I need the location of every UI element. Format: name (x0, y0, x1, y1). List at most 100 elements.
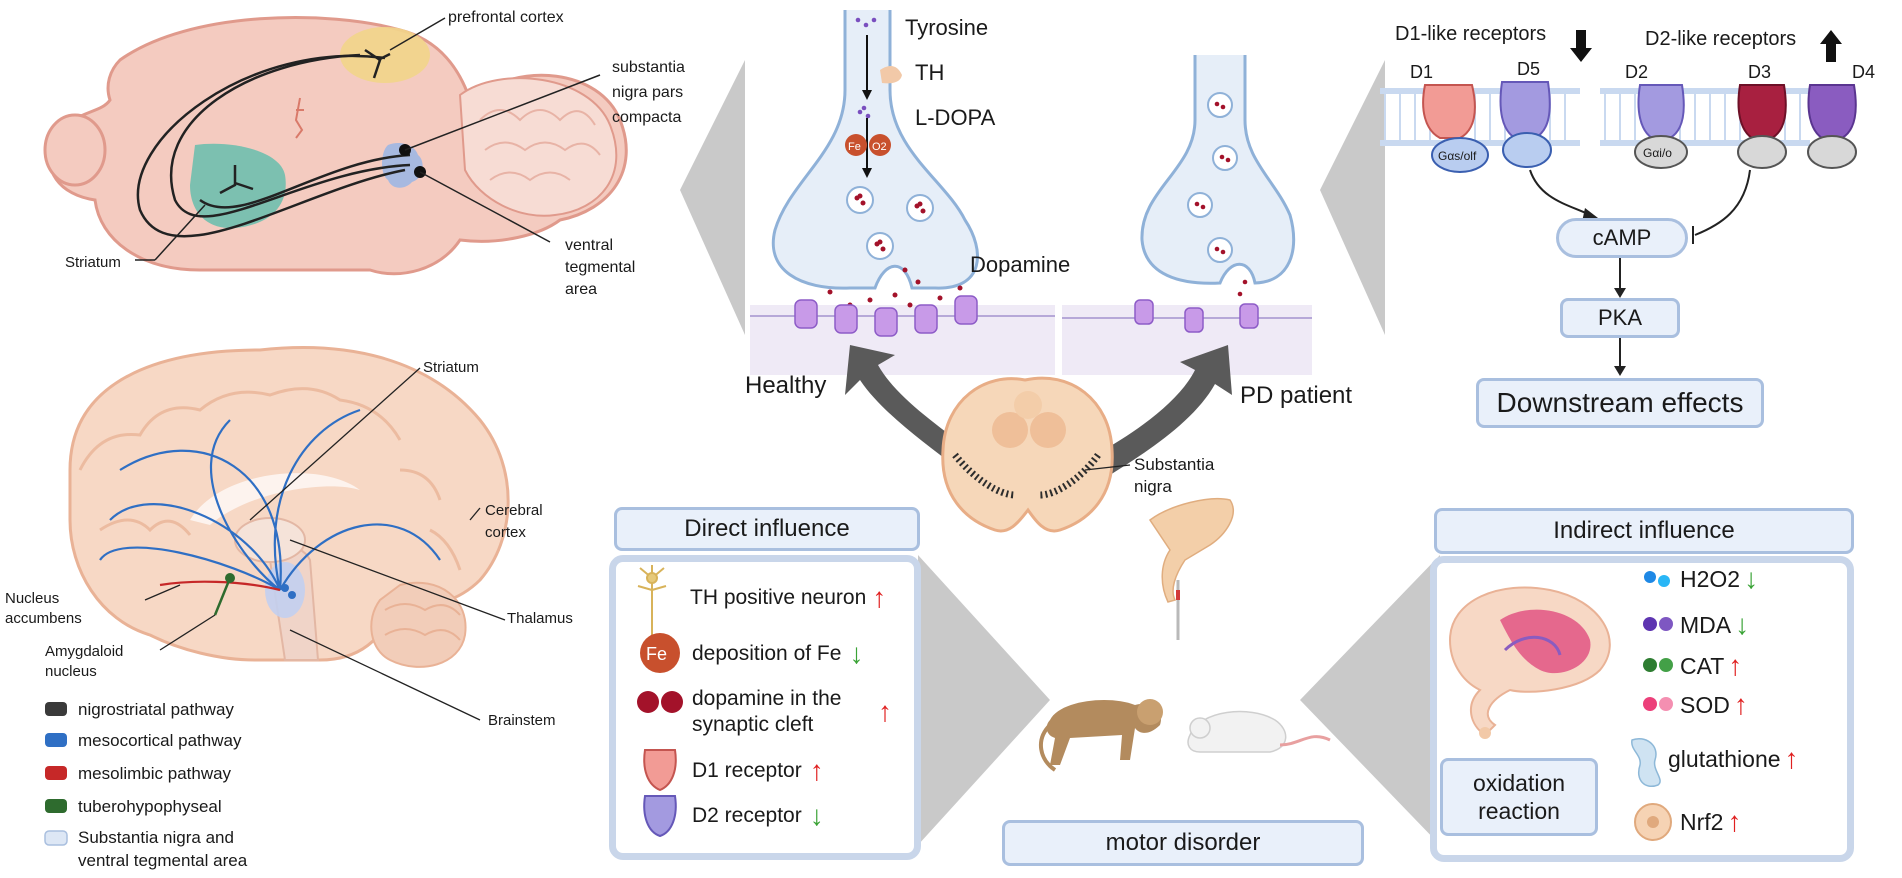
direct-item-d2: D2 receptor ↓ (692, 800, 824, 832)
connector-wedge-right (1320, 60, 1385, 335)
label-d5: D5 (1517, 59, 1540, 79)
direct-influence-title: Direct influence (614, 507, 920, 551)
indirect-item-glutathione: glutathione ↑ (1668, 743, 1799, 775)
legend-tuberohypophyseal: tuberohypophyseal (78, 797, 222, 816)
legend-swatches (44, 702, 68, 846)
label-amygdala-2: nucleus (45, 663, 97, 680)
indirect-item-h2o2-text: H2O2 (1680, 565, 1741, 592)
direct-item-d2-text: D2 receptor (692, 804, 802, 827)
arrow-up-icon: ↑ (1733, 689, 1748, 720)
legend-labels: nigrostriatal pathway mesocortical pathw… (78, 700, 248, 870)
label-amygdala-1: Amygdaloid (45, 643, 123, 660)
arrow-up-icon: ↑ (809, 755, 824, 786)
label-substantia-1: Substantia (1134, 455, 1215, 474)
motor-disorder-box: motor disorder (1002, 820, 1364, 866)
connector-wedge-indirect (1300, 555, 1440, 845)
label-d2: D2 (1625, 62, 1648, 82)
label-striatum-rodent: Striatum (65, 254, 121, 271)
label-th: TH (915, 60, 944, 85)
indirect-item-cat: CAT ↑ (1680, 650, 1742, 682)
rat (1187, 710, 1331, 753)
label-brainstem: Brainstem (488, 712, 556, 729)
arrow-down-icon: ↓ (1735, 609, 1750, 640)
label-fe-small: Fe (848, 141, 861, 153)
label-nacc-2: accumbens (5, 610, 82, 627)
direct-item-th-text: TH positive neuron (690, 586, 867, 609)
legend-mesolimbic: mesolimbic pathway (78, 764, 232, 783)
synapse-labels: Tyrosine TH L-DOPA Fe O2 Dopamine Health… (745, 15, 1352, 496)
receptor-membrane (1380, 30, 1857, 376)
legend-mesocortical: mesocortical pathway (78, 731, 242, 750)
indirect-item-sod-text: SOD (1680, 691, 1730, 718)
camp-box: cAMP (1556, 218, 1688, 258)
downstream-box: Downstream effects (1476, 378, 1764, 428)
indirect-item-nrf2: Nrf2 ↑ (1680, 806, 1741, 838)
label-ldopa: L-DOPA (915, 105, 996, 130)
midbrain-section (941, 376, 1131, 533)
label-d3: D3 (1748, 62, 1771, 82)
indirect-item-sod: SOD ↑ (1680, 689, 1748, 721)
receptor-labels: D1-like receptors D2-like receptors D1 D… (1395, 23, 1875, 163)
label-o2-small: O2 (872, 141, 887, 153)
legend-sn-vta-1: Substantia nigra and (78, 828, 234, 847)
legend-sn-vta-2: ventral tegmental area (78, 851, 248, 870)
indirect-item-mda-text: MDA (1680, 611, 1732, 638)
label-snpc-3: compacta (612, 109, 681, 126)
direct-item-d1: D1 receptor ↑ (692, 755, 824, 787)
label-thalamus: Thalamus (507, 610, 573, 627)
label-pd-patient: PD patient (1240, 382, 1352, 409)
arrow-up-icon: ↑ (872, 582, 887, 613)
arrow-to-pd (1095, 345, 1232, 475)
label-d1: D1 (1410, 62, 1433, 82)
label-snpc-2: nigra pars (612, 84, 683, 101)
legend-nigrostriatal: nigrostriatal pathway (78, 700, 234, 719)
arrow-to-healthy (845, 345, 970, 470)
connector-wedge-direct (918, 555, 1050, 845)
connector-wedge-left (680, 60, 745, 335)
arrow-up-icon: ↑ (1728, 650, 1743, 681)
direct-item-dopamine: dopamine in the synaptic cleft ↑ (692, 686, 892, 738)
label-gi: Gαi/o (1643, 146, 1672, 160)
direct-item-dopamine-text: dopamine in the synaptic cleft (692, 687, 842, 736)
label-vta-3: area (565, 281, 597, 298)
indirect-item-h2o2: H2O2 ↓ (1680, 563, 1758, 595)
label-dopamine: Dopamine (970, 252, 1070, 277)
direct-item-fe-text: deposition of Fe (692, 642, 842, 665)
label-cerebral-1: Cerebral (485, 502, 543, 519)
rodent-brain (43, 16, 628, 276)
direct-item-d1-text: D1 receptor (692, 759, 802, 782)
brain-labels: prefrontal cortex substantia nigra pars … (5, 9, 685, 729)
label-substantia-2: nigra (1134, 477, 1172, 496)
indirect-item-cat-text: CAT (1680, 652, 1725, 679)
pka-box: PKA (1560, 298, 1680, 338)
arrow-up-icon: ↑ (1727, 806, 1742, 837)
label-cerebral-2: cortex (485, 524, 526, 541)
arrow-down-icon: ↓ (1744, 563, 1759, 594)
label-healthy: Healthy (745, 372, 826, 399)
oxidation-reaction-box: oxidation reaction (1440, 758, 1598, 836)
label-striatum-human: Striatum (423, 359, 479, 376)
direct-item-fe: deposition of Fe ↓ (692, 638, 863, 670)
indirect-influence-title: Indirect influence (1434, 508, 1854, 554)
label-nacc-1: Nucleus (5, 590, 59, 607)
indirect-item-glutathione-text: glutathione (1668, 745, 1781, 772)
label-vta-1: ventral (565, 237, 613, 254)
label-tyrosine: Tyrosine (905, 15, 988, 40)
label-d2-like: D2-like receptors (1645, 28, 1796, 50)
indirect-item-nrf2-text: Nrf2 (1680, 808, 1724, 835)
direct-item-th: TH positive neuron ↑ (690, 582, 886, 614)
label-d1-like: D1-like receptors (1395, 23, 1546, 45)
arrow-down-icon: ↓ (809, 800, 824, 831)
label-snpc-1: substantia (612, 59, 685, 76)
label-d4: D4 (1852, 62, 1875, 82)
arrow-up-icon: ↑ (1784, 743, 1799, 774)
indirect-item-mda: MDA ↓ (1680, 609, 1749, 641)
arrow-down-icon: ↓ (849, 638, 864, 669)
synapse-healthy (750, 10, 1055, 375)
human-brain (68, 346, 510, 721)
label-gs: Gαs/olf (1438, 149, 1477, 163)
label-vta-2: tegmental (565, 259, 635, 276)
synapse-pd (1062, 55, 1312, 375)
arrow-up-icon: ↑ (878, 696, 892, 727)
